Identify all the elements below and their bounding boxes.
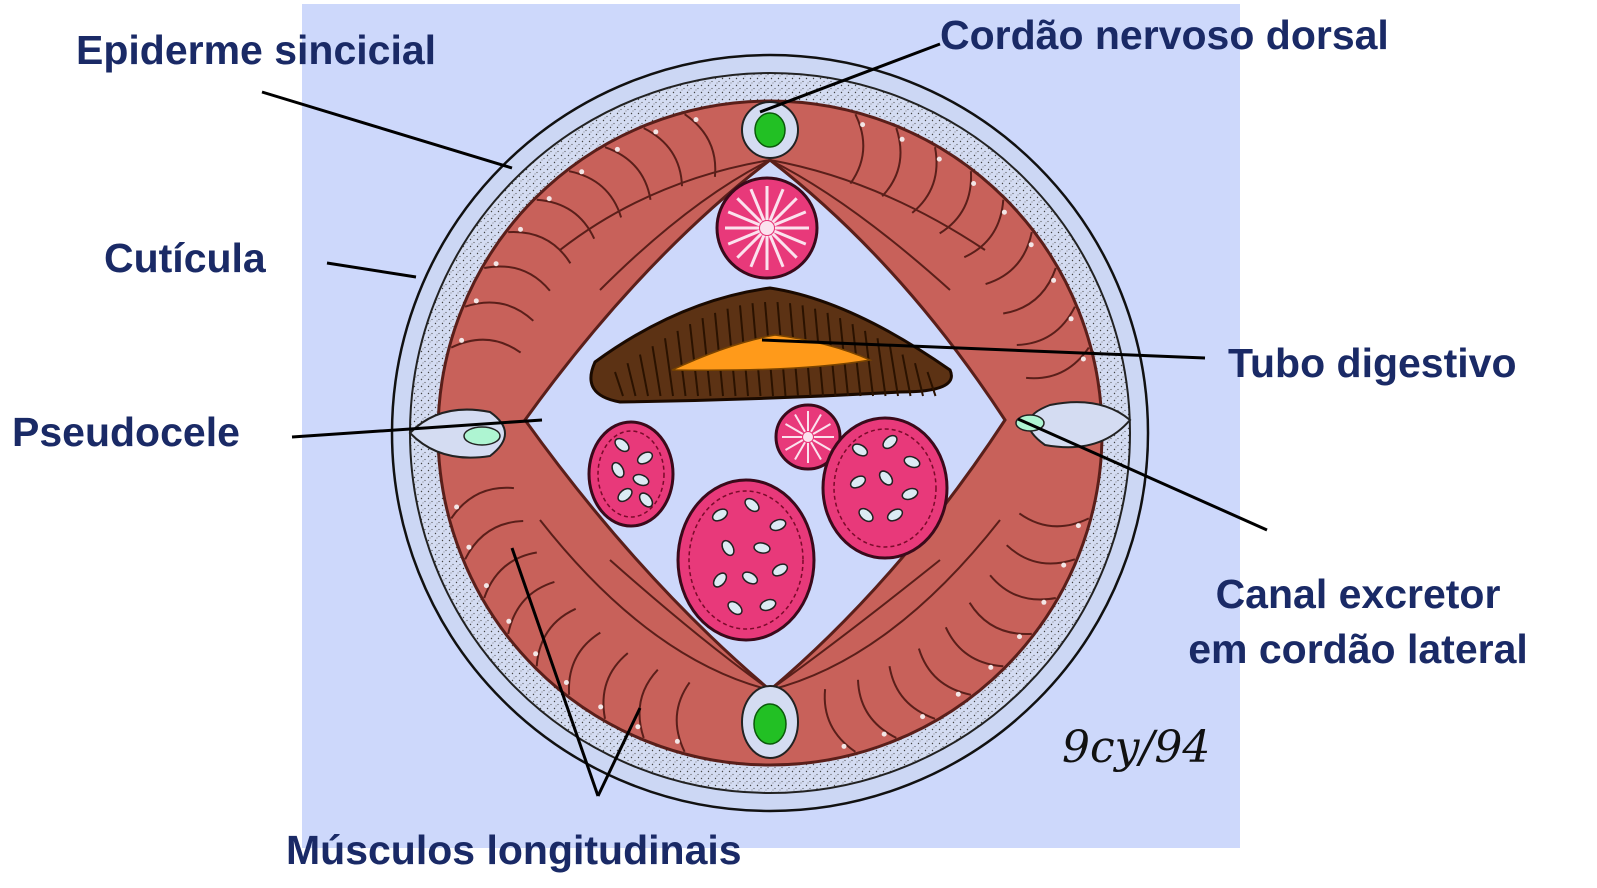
- muscle-cell-notch: [579, 169, 584, 174]
- label-canal-line2: em cordão lateral: [1158, 629, 1558, 670]
- muscle-cell-notch: [459, 338, 464, 343]
- label-cuticula: Cutícula: [104, 238, 266, 279]
- muscle-cell-notch: [1061, 563, 1066, 568]
- label-tubo-digestivo: Tubo digestivo: [1228, 343, 1517, 384]
- artist-signature: 9cy/94: [1062, 722, 1210, 773]
- muscle-cell-notch: [971, 181, 976, 186]
- muscle-cell-notch: [1081, 357, 1086, 362]
- muscle-cell-notch: [518, 227, 523, 232]
- muscle-cell-notch: [454, 505, 459, 510]
- muscle-cell-notch: [653, 129, 658, 134]
- muscle-cell-notch: [1069, 316, 1074, 321]
- muscle-cell-notch: [882, 732, 887, 737]
- muscle-cell-notch: [900, 137, 905, 142]
- label-musculos-longitudinais: Músculos longitudinais: [286, 830, 742, 871]
- muscle-cell-notch: [533, 651, 538, 656]
- muscle-cell-notch: [860, 122, 865, 127]
- ovary-right: [823, 418, 947, 558]
- ovary-left: [589, 422, 673, 526]
- label-canal-excretor: Canal excretor em cordão lateral: [1158, 574, 1558, 670]
- muscle-cell-notch: [635, 724, 640, 729]
- ovary-large: [678, 480, 814, 640]
- muscle-cell-notch: [937, 157, 942, 162]
- muscle-cell-notch: [1051, 278, 1056, 283]
- gonad-top: [717, 178, 817, 278]
- muscle-cell-notch: [615, 147, 620, 152]
- muscle-cell-notch: [1041, 600, 1046, 605]
- dorsal-nerve: [755, 113, 785, 147]
- excretory-canal-left: [464, 427, 500, 445]
- label-epiderme-sincicial: Epiderme sincicial: [76, 30, 436, 71]
- muscle-cell-notch: [506, 619, 511, 624]
- label-canal-line1: Canal excretor: [1158, 574, 1558, 615]
- muscle-cell-notch: [956, 692, 961, 697]
- muscle-cell-notch: [1002, 210, 1007, 215]
- muscle-cell-notch: [564, 680, 569, 685]
- label-pseudocele: Pseudocele: [12, 412, 240, 453]
- muscle-cell-notch: [466, 545, 471, 550]
- muscle-cell-notch: [842, 744, 847, 749]
- muscle-cell-notch: [598, 704, 603, 709]
- muscle-cell-notch: [1029, 242, 1034, 247]
- muscle-cell-notch: [547, 196, 552, 201]
- muscle-cell-notch: [988, 665, 993, 670]
- muscle-cell-notch: [920, 714, 925, 719]
- muscle-cell-notch: [474, 298, 479, 303]
- muscle-cell-notch: [1017, 634, 1022, 639]
- label-cordao-nervoso-dorsal: Cordão nervoso dorsal: [940, 15, 1389, 56]
- muscle-cell-notch: [1076, 523, 1081, 528]
- ventral-nerve: [754, 704, 786, 744]
- muscle-cell-notch: [675, 739, 680, 744]
- muscle-cell-notch: [484, 583, 489, 588]
- muscle-cell-notch: [494, 261, 499, 266]
- muscle-cell-notch: [694, 117, 699, 122]
